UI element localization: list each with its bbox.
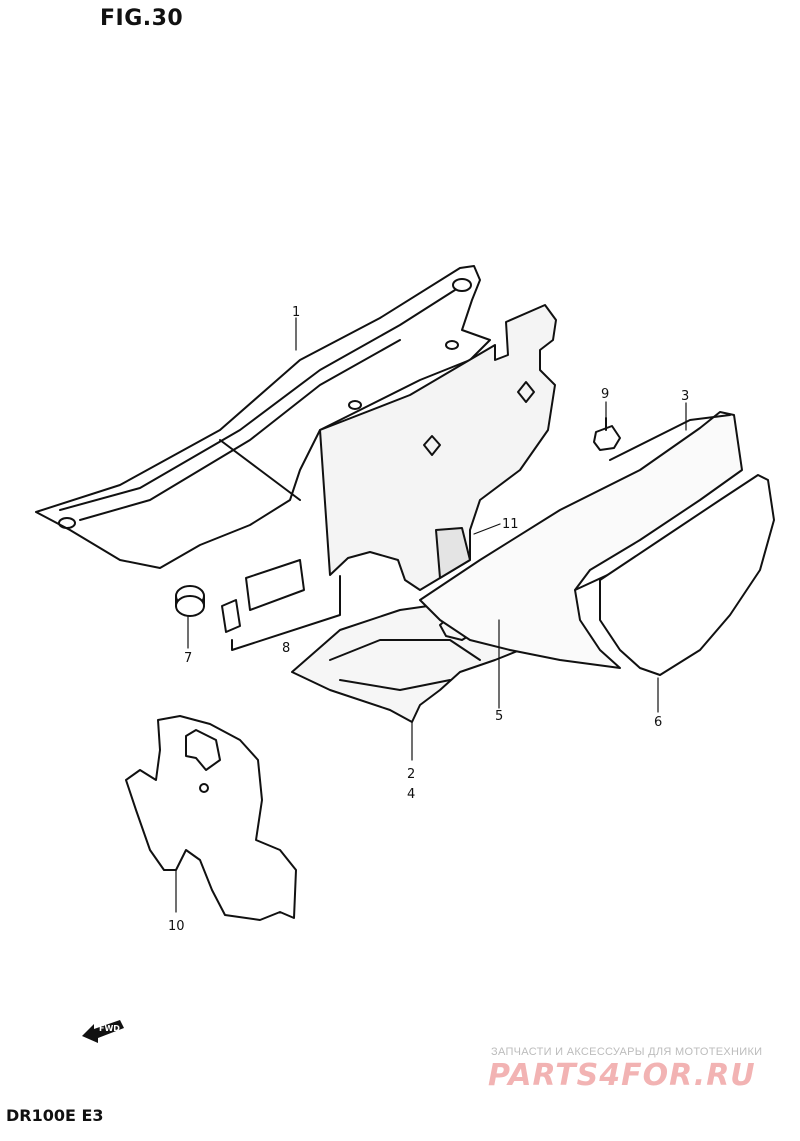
fwd-label: FWD bbox=[99, 1024, 120, 1033]
grommet bbox=[175, 585, 205, 617]
callout-10: 10 bbox=[168, 919, 185, 934]
label-stickers bbox=[221, 559, 341, 651]
nut bbox=[593, 417, 621, 451]
callout-6: 6 bbox=[654, 715, 662, 730]
callout-1: 1 bbox=[292, 305, 300, 320]
model-code: DR100E E3 bbox=[6, 1106, 104, 1125]
callouts: 1 3 9 11 7 8 5 6 2 4 10 bbox=[168, 305, 689, 934]
callout-4: 4 bbox=[407, 787, 415, 802]
callout-2: 2 bbox=[407, 767, 415, 782]
callout-9: 9 bbox=[601, 387, 609, 402]
callout-7: 7 bbox=[184, 651, 192, 666]
side-cover-right bbox=[419, 411, 743, 669]
watermark-logo: PARTS4FOR.RU bbox=[488, 1058, 756, 1093]
watermark-caption: ЗАПЧАСТИ И АКСЕССУАРЫ ДЛЯ МОТОТЕХНИКИ bbox=[491, 1046, 763, 1058]
callout-3: 3 bbox=[681, 389, 689, 404]
inner-panel bbox=[319, 304, 557, 591]
fwd-arrow-icon: FWD bbox=[82, 1020, 124, 1043]
emblem-panel bbox=[599, 474, 775, 676]
callout-8: 8 bbox=[282, 641, 290, 656]
callout-11: 11 bbox=[502, 517, 519, 532]
figure-title: FIG.30 bbox=[100, 6, 184, 31]
callout-5: 5 bbox=[495, 709, 503, 724]
shield-plate bbox=[125, 715, 297, 921]
leader-lines bbox=[175, 317, 687, 913]
